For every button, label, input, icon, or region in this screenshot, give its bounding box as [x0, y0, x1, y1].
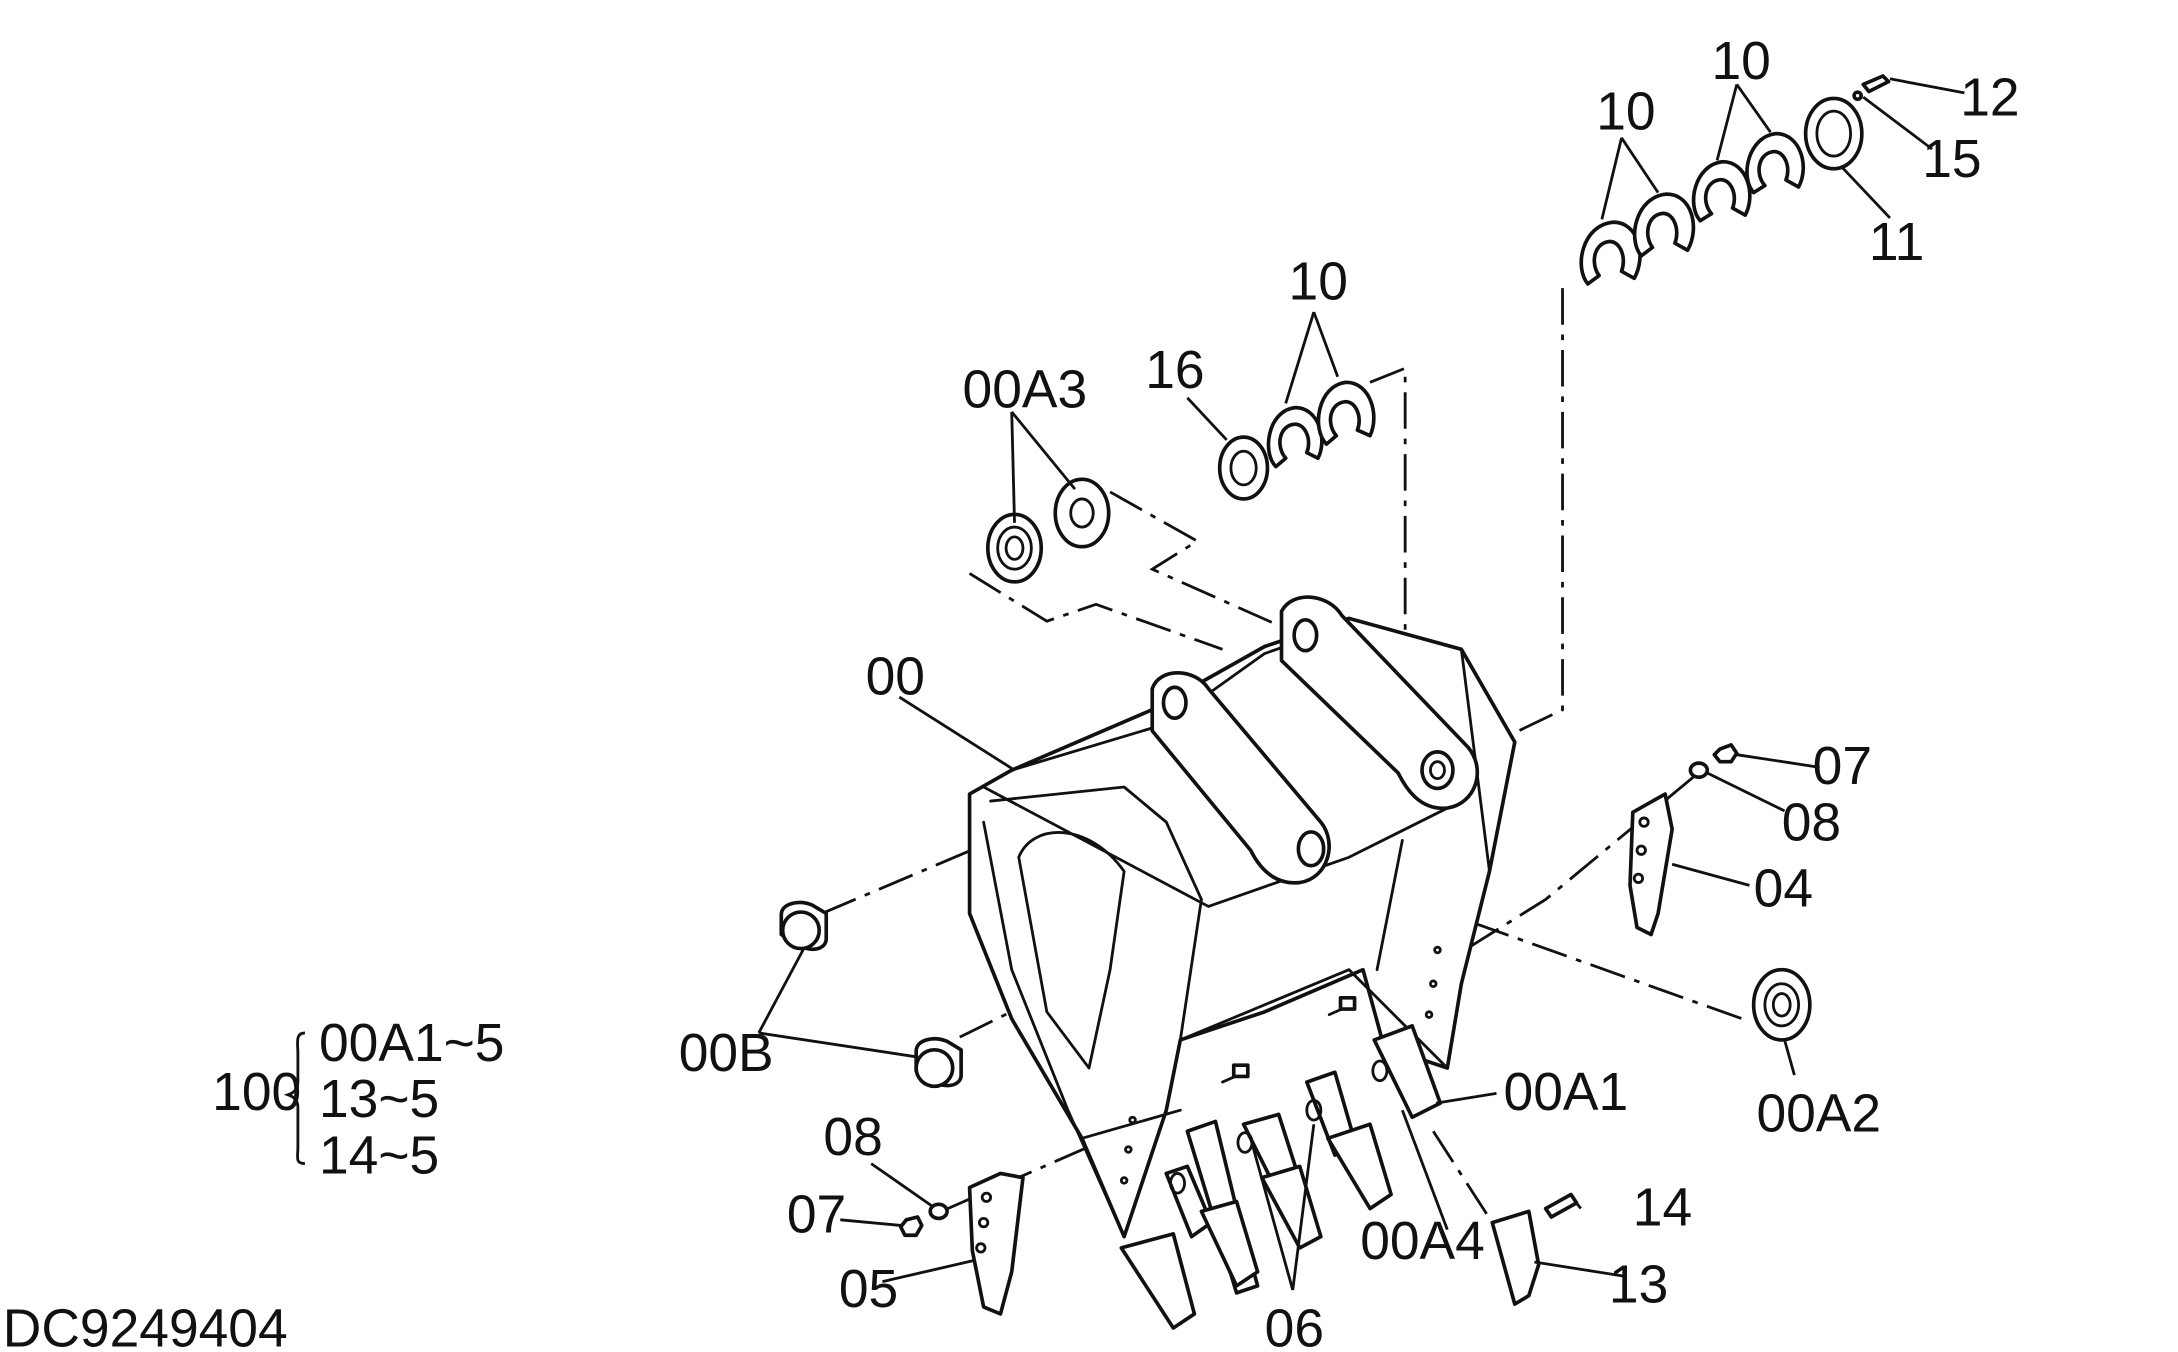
- label-10-center: 10: [1289, 252, 1348, 311]
- label-00B: 00B: [679, 1024, 774, 1083]
- label-00A3: 00A3: [963, 361, 1088, 420]
- tooth-13: [1490, 1209, 1541, 1306]
- teeth-adapters: [1119, 995, 1443, 1330]
- nuts-washers: [898, 743, 1739, 1238]
- kit-list: 100 00A1~5 13~5 14~5: [212, 1014, 504, 1185]
- shims-10: [1266, 131, 1806, 469]
- label-05: 05: [839, 1260, 898, 1319]
- label-11: 11: [1869, 213, 1924, 272]
- label-00: 00: [866, 647, 925, 706]
- label-10-upper-right: 10: [1711, 32, 1770, 91]
- leader-lines: [757, 77, 1965, 1291]
- label-06: 06: [1265, 1299, 1324, 1352]
- label-10-upper-left: 10: [1596, 82, 1655, 141]
- kit-number: 100: [212, 1063, 301, 1122]
- label-15: 15: [1922, 130, 1981, 189]
- label-12: 12: [1960, 68, 2019, 127]
- label-16: 16: [1145, 341, 1204, 400]
- bucket-body: [967, 595, 1517, 1239]
- label-00A1: 00A1: [1504, 1063, 1629, 1122]
- pin-12: [1861, 74, 1891, 94]
- side-cutter-05: [967, 1171, 1025, 1316]
- kit-bracket: [283, 1031, 306, 1165]
- kit-item-1: 00A1~5: [319, 1014, 505, 1073]
- pin-14: [1543, 1192, 1579, 1219]
- callout-labels: 00 00A1 00A2 00A3 00A4 00B 04 05 06 07 0…: [679, 32, 2020, 1352]
- label-04: 04: [1754, 859, 1813, 918]
- side-cutter-04: [1628, 792, 1674, 937]
- label-07-left: 07: [787, 1185, 846, 1244]
- label-07-right: 07: [1813, 737, 1872, 796]
- label-13: 13: [1609, 1256, 1668, 1315]
- washer-11: [1803, 96, 1864, 171]
- seal-00A2: [1751, 967, 1812, 1042]
- ring-15: [1852, 90, 1863, 102]
- seal-00A3: [986, 477, 1111, 584]
- label-08-right: 08: [1782, 793, 1841, 852]
- label-00A2: 00A2: [1756, 1084, 1881, 1143]
- drawing-id: DC9249404: [3, 1299, 288, 1352]
- kit-item-2: 13~5: [319, 1070, 439, 1129]
- label-00A4: 00A4: [1360, 1212, 1485, 1271]
- kit-item-3: 14~5: [319, 1126, 439, 1185]
- bushings-00B: [779, 900, 963, 1089]
- label-08-left: 08: [823, 1108, 882, 1167]
- washer-16: [1217, 435, 1270, 501]
- label-14: 14: [1633, 1178, 1692, 1237]
